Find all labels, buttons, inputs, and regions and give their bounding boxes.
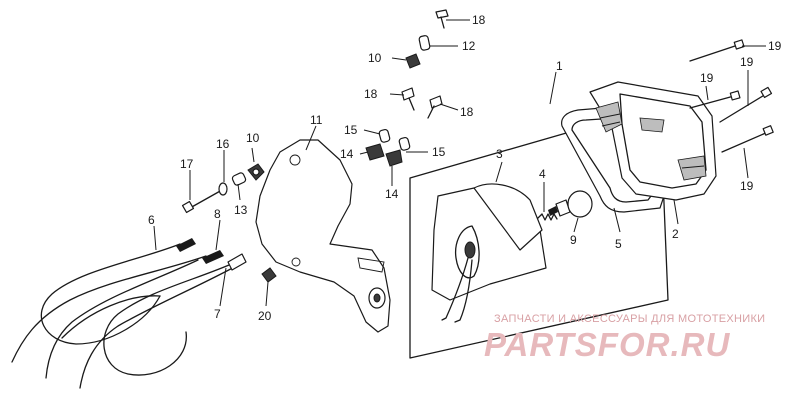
watermark: ЗАПЧАСТИ И АКСЕССУАРЫ ДЛЯ МОТОТЕХНИКИ PA…	[484, 313, 765, 363]
callout-19-mid-right: 19	[740, 55, 754, 69]
watermark-tagline: ЗАПЧАСТИ И АКСЕССУАРЫ ДЛЯ МОТОТЕХНИКИ	[494, 313, 765, 325]
cable-clip	[261, 267, 277, 283]
tail-lens	[589, 81, 717, 201]
callout-19-mid-left: 19	[700, 71, 714, 85]
callout-10-top: 10	[368, 51, 382, 65]
bulb	[555, 190, 593, 218]
watermark-brand: PARTSFOR.RU	[484, 326, 730, 363]
callout-8: 8	[214, 207, 221, 221]
callout-15-left: 15	[344, 123, 358, 137]
callout-15-right: 15	[432, 145, 446, 159]
callout-17: 17	[180, 157, 194, 171]
callout-7: 7	[214, 307, 221, 321]
callout-1: 1	[556, 59, 563, 73]
callout-4: 4	[539, 167, 546, 181]
socket-spring	[537, 206, 558, 221]
mounting-bracket	[255, 139, 391, 333]
small-hardware	[365, 9, 449, 167]
callout-9: 9	[570, 233, 577, 247]
cables	[11, 238, 247, 389]
callout-18-top: 18	[472, 13, 486, 27]
callout-14-lower: 14	[385, 187, 399, 201]
lens-screws	[689, 39, 774, 153]
callout-labels: 1 2 3 4 5 6 7 8 9 10 10 11 12 13 14 14 1…	[148, 13, 782, 323]
bracket-fasteners	[181, 163, 265, 214]
callout-18-right: 18	[460, 105, 474, 119]
callout-5: 5	[615, 237, 622, 251]
leader-lines	[153, 19, 766, 307]
callout-13: 13	[234, 203, 248, 217]
callout-19-lower: 19	[740, 179, 754, 193]
callout-6: 6	[148, 213, 155, 227]
callout-19-top: 19	[768, 39, 782, 53]
callout-12: 12	[462, 39, 476, 53]
callout-11: 11	[310, 113, 323, 127]
callout-16: 16	[216, 137, 230, 151]
callout-2: 2	[672, 227, 679, 241]
callout-14-left: 14	[340, 147, 354, 161]
callout-18-left: 18	[364, 87, 378, 101]
callout-3: 3	[496, 147, 503, 161]
callout-10-side: 10	[246, 131, 260, 145]
callout-20: 20	[258, 309, 272, 323]
lamp-housing	[431, 183, 547, 323]
